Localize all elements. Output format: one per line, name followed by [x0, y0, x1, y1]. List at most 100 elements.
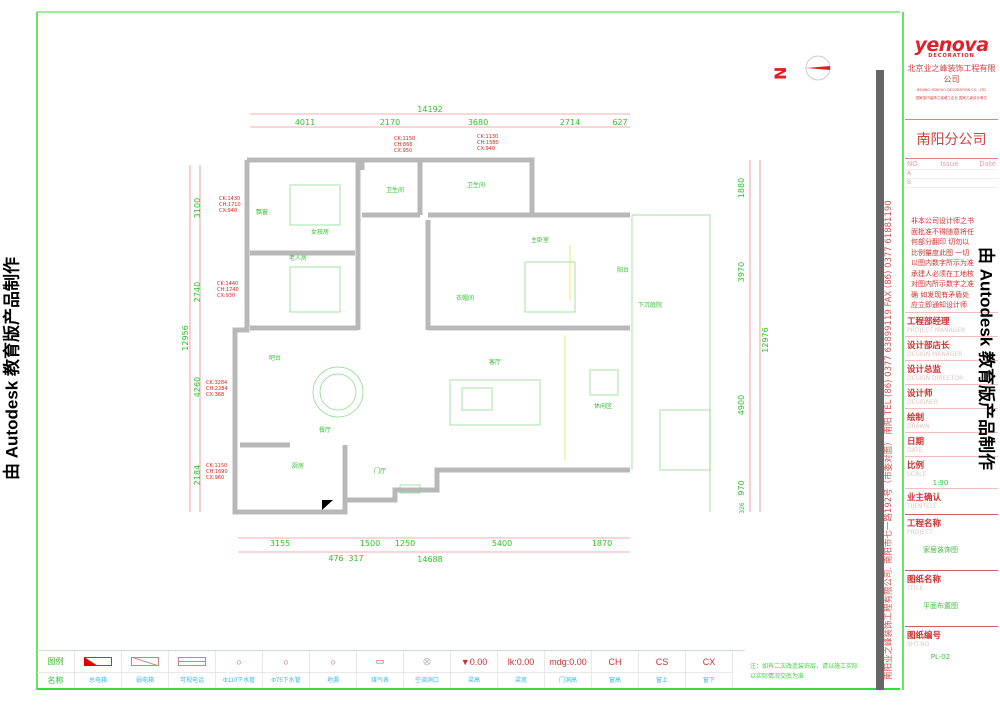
title-value: 平面布置图	[923, 602, 958, 610]
dim-bottom: 5400	[492, 539, 512, 548]
svg-text:CK:1150: CK:1150	[394, 136, 415, 142]
address-strip: 南阳业之峰装饰工程有限公司. 南阳市七一路192号（市委对面） 南阳 TEL (…	[883, 200, 894, 680]
svg-text:CX:940: CX:940	[477, 146, 495, 152]
dim-top: 2170	[380, 118, 400, 127]
dim-left: 4260	[193, 377, 202, 397]
window-height-symbol: CH	[608, 656, 622, 667]
project-label: 工程名称	[907, 519, 942, 529]
field-label: 比例	[907, 461, 925, 471]
room-label: 门厅	[374, 467, 386, 475]
dim-bottom: 3155	[270, 539, 290, 548]
title-block: yenova DECORATION 北京业之峰装饰工程有限公司 BEIJING …	[905, 12, 998, 690]
dim-right-total: 12976	[761, 327, 770, 352]
svg-text:CK:1150: CK:1150	[206, 463, 227, 469]
room-label: 主卧室	[531, 236, 549, 244]
field-label-en: DESIGN MANAGER	[907, 351, 963, 358]
legend-name: 梁宽	[498, 672, 544, 688]
svg-text:CH:2284: CH:2284	[206, 386, 228, 392]
field-label-en: SCALE	[907, 471, 927, 478]
dim-bottom: 1870	[592, 539, 612, 548]
legend-name: 窗高	[592, 672, 638, 688]
svg-text:CH:1710: CH:1710	[219, 202, 241, 208]
svg-text:CX:940: CX:940	[219, 208, 237, 214]
dim-right: 326	[739, 502, 746, 514]
copyright-notice: 非本公司设计师之书面批准不得随意将任何部分翻印 切勿以比例量度此图 一切以图内数…	[911, 217, 974, 312]
room-label: 女孩房	[311, 228, 329, 236]
dim-left-total: 12956	[181, 325, 190, 350]
room-label: 阳台	[617, 266, 629, 274]
field-label: 设计总监	[907, 365, 942, 375]
electric-box-icon	[322, 500, 333, 510]
legend-header: 图例	[47, 657, 64, 666]
dim-top-total: 14192	[417, 105, 442, 114]
beam-height-icon: ▼0.00	[460, 656, 488, 667]
dim-top: 4011	[295, 118, 315, 127]
furniture	[289, 184, 711, 512]
company-logo: yenova	[914, 34, 989, 56]
legend-name: 总电箱	[75, 672, 121, 688]
window-top-symbol: CS	[655, 656, 669, 667]
legend-name: 弱电箱	[122, 672, 168, 688]
dim-right: 3970	[737, 262, 746, 282]
beam-width-symbol: lk:0.00	[507, 656, 535, 667]
svg-text:CX:368: CX:368	[206, 392, 224, 398]
legend-name: 窗下	[686, 672, 732, 688]
svg-text:CX:960: CX:960	[206, 475, 224, 481]
address-strip-bar	[876, 70, 884, 690]
door-height-symbol: mdg:0.00	[549, 656, 587, 667]
room-label: 老人房	[289, 254, 307, 262]
dim-left: 2184	[193, 465, 202, 485]
field-label-en: DRAWN	[907, 423, 930, 430]
svg-text:CK:1130: CK:1130	[477, 134, 498, 140]
dim-bottom: 317	[348, 554, 363, 563]
company-qualification: 国家室内装饰之诚威工企业 国家乙级设计单位	[915, 96, 988, 100]
dim-bottom-total: 14688	[417, 555, 442, 564]
field-label-en: PROJECT MANAGER	[907, 327, 966, 334]
room-label: 飘窗	[256, 208, 268, 216]
legend-name: 煤气表	[357, 672, 403, 688]
legend-note: 注：如有二次改造装饰层，请以施工实际 以实际情况交底为准	[750, 662, 858, 682]
issue-col: NO.	[907, 160, 920, 168]
legend-name: 梁高	[451, 672, 497, 688]
field-label: 绘制	[907, 413, 925, 423]
room-label: 厨房	[292, 462, 304, 470]
sheet-label: 图纸编号	[907, 631, 942, 641]
weak-panel-icon	[131, 657, 159, 666]
field-label: 日期	[907, 437, 925, 447]
field-label-en: DESIGNER	[907, 399, 939, 406]
legend-header: 名称	[37, 672, 74, 688]
title-label-en: TITLE	[907, 585, 924, 592]
logo-subtitle: DECORATION	[928, 53, 975, 59]
room-label: 卫生间	[467, 181, 485, 189]
room-label: 休闲区	[594, 402, 612, 410]
svg-text:CX:930: CX:930	[217, 293, 235, 299]
legend-name: Φ110下水管	[216, 672, 262, 688]
svg-text:CK:3284: CK:3284	[206, 380, 227, 386]
svg-text:N: N	[771, 67, 790, 80]
sheet-label-en: SHT.NO	[907, 641, 930, 648]
branch-name: 南阳分公司	[905, 119, 998, 159]
title-label: 图纸名称	[907, 575, 942, 585]
dim-right: 4900	[737, 395, 746, 415]
svg-text:CK:1430: CK:1430	[219, 196, 240, 202]
issue-col: Date	[979, 160, 996, 168]
sheet-value: PL-02	[930, 653, 951, 661]
issue-row: A	[905, 170, 998, 179]
field-label-en: TIJENTELE	[907, 503, 938, 510]
main-panel-icon	[84, 657, 112, 666]
issue-col: Issue	[940, 160, 959, 168]
svg-text:CH:866: CH:866	[394, 142, 412, 148]
svg-text:CH:1690: CH:1690	[206, 469, 228, 475]
company-name-en: BEIJING YENOVO DECORATION CO., LTD	[917, 88, 986, 92]
field-label: 设计师	[907, 389, 933, 399]
legend-name: 空调洞口	[404, 672, 450, 688]
dim-right: 970	[737, 480, 746, 495]
dim-bottom: 1250	[395, 539, 415, 548]
drain-pipe-110-icon: ○	[236, 656, 242, 667]
project-value: 家居装饰图	[923, 546, 958, 554]
ac-hole-icon: ⊗	[422, 656, 432, 668]
legend-table: 图例名称 总电箱 弱电箱 可视电话 ○Φ110下水管 ○Φ75下水管 ○地漏 ▭…	[37, 650, 745, 688]
drain-pipe-75-icon: ○	[283, 656, 289, 667]
